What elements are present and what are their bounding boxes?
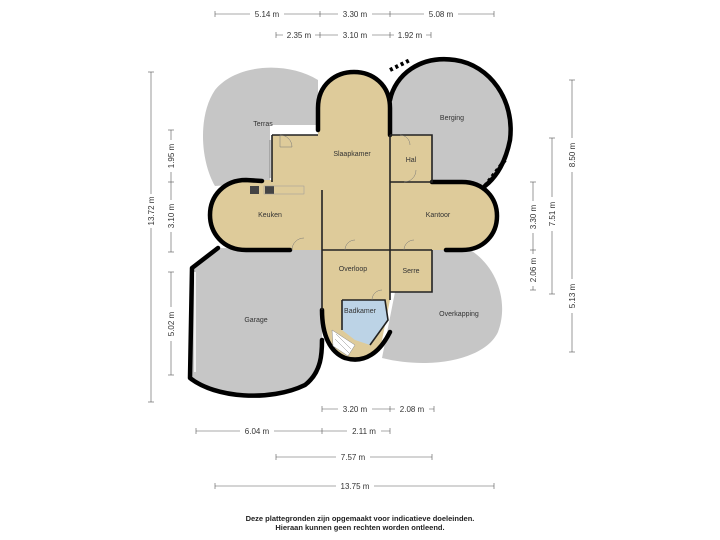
door-overloop [344,239,356,251]
label-slaapkamer: Slaapkamer [333,151,371,158]
label-badkamer: Badkamer [344,308,377,315]
door-kantoor [403,239,415,251]
label-serre: Serre [402,268,419,275]
garage-area [190,248,323,396]
label-overkapping: Overkapping [439,311,479,318]
wall-interior-8 [342,299,389,346]
dim-bottom-757: 7.57 m [341,453,366,462]
dim-bottom-604: 6.04 m [245,427,270,436]
dim-left-502: 5.02 m [167,311,176,336]
wall-kantoor [429,179,500,253]
dim-bottom-320: 3.20 m [343,405,368,414]
door-keuken [291,237,305,251]
badkamer-area [342,300,388,345]
overkapping-area [382,247,503,363]
dim-bottom-row2: 6.04 m 2.11 m [195,425,391,436]
label-terras: Terras [253,121,273,128]
label-kantoor: Kantoor [426,212,451,219]
dim-top2-2: 3.10 m [343,31,368,40]
serre-area [390,250,432,292]
dim-top-1: 5.14 m [255,10,280,19]
door-hal [403,169,417,183]
dim-right-330: 3.30 m [529,204,538,229]
wall-interior-3 [390,134,433,183]
dim-left-inner: 1.95 m 3.10 m [165,129,177,253]
dim-top-3: 5.08 m [429,10,454,19]
kantoor-area [390,182,497,250]
dim-right-inner: 3.30 m 2.06 m [527,181,539,291]
dim-top-row1: 5.14 m 3.30 m 5.08 m [214,8,495,19]
dim-bottom-208: 2.08 m [400,405,425,414]
berging-window-dashes [389,58,411,72]
dim-bottom-row1: 3.20 m 2.08 m [321,403,435,414]
kitchen-appliance-1 [250,186,259,194]
dim-bottom-211: 2.11 m [352,427,376,436]
dim-right-850: 8.50 m [568,142,577,167]
dim-left-195: 1.95 m [167,143,176,168]
wall-garage [187,245,325,398]
wall-hall-bottom [319,307,393,362]
dim-right-mid: 7.51 m [546,137,558,295]
dim-top2-3: 1.92 m [398,31,423,40]
kitchen-counter [263,185,305,195]
disclaimer-line1: Deze plattegronden zijn opgemaakt voor i… [245,514,475,523]
dim-right-206: 2.06 m [529,257,538,282]
dim-top-2: 3.30 m [343,10,368,19]
wall-interior-7 [390,250,433,293]
label-berging: Berging [440,115,464,122]
dim-right-outer: 8.50 m 5.13 m [566,79,578,353]
stairs [331,329,356,357]
label-keuken: Keuken [258,212,282,219]
kitchen-appliance-2 [265,186,274,194]
keuken-area [210,180,322,250]
dim-bottom-row3: 7.57 m [275,451,433,462]
label-hal: Hal [406,157,417,164]
door-terras [279,134,293,148]
door-berging [399,134,411,146]
wall-keuken [207,177,293,253]
dim-left-13: 13.72 m [147,196,156,225]
label-overloop: Overloop [339,266,368,273]
dim-left-outer: 13.72 m [145,71,157,403]
dim-right-751: 7.51 m [548,201,557,226]
terras-area [202,67,318,186]
dim-top-row2: 2.35 m 3.10 m 1.92 m [275,29,432,40]
dim-right-513: 5.13 m [568,283,577,308]
dim-left-garage: 5.02 m [165,271,177,376]
berging-area [390,59,511,190]
dim-bottom-1375: 13.75 m [341,482,370,491]
dim-top2-1: 2.35 m [287,31,312,40]
door-badkamer [371,289,383,301]
disclaimer-line2: Hieraan kunnen geen rechten worden ontle… [275,523,445,532]
wall-berging-arc [387,56,513,189]
slaapkamer-area [272,72,432,250]
dim-left-310: 3.10 m [167,203,176,228]
label-garage: Garage [244,317,267,324]
disclaimer: Deze plattegronden zijn opgemaakt voor i… [0,514,720,532]
dim-bottom-row4: 13.75 m [214,480,495,491]
